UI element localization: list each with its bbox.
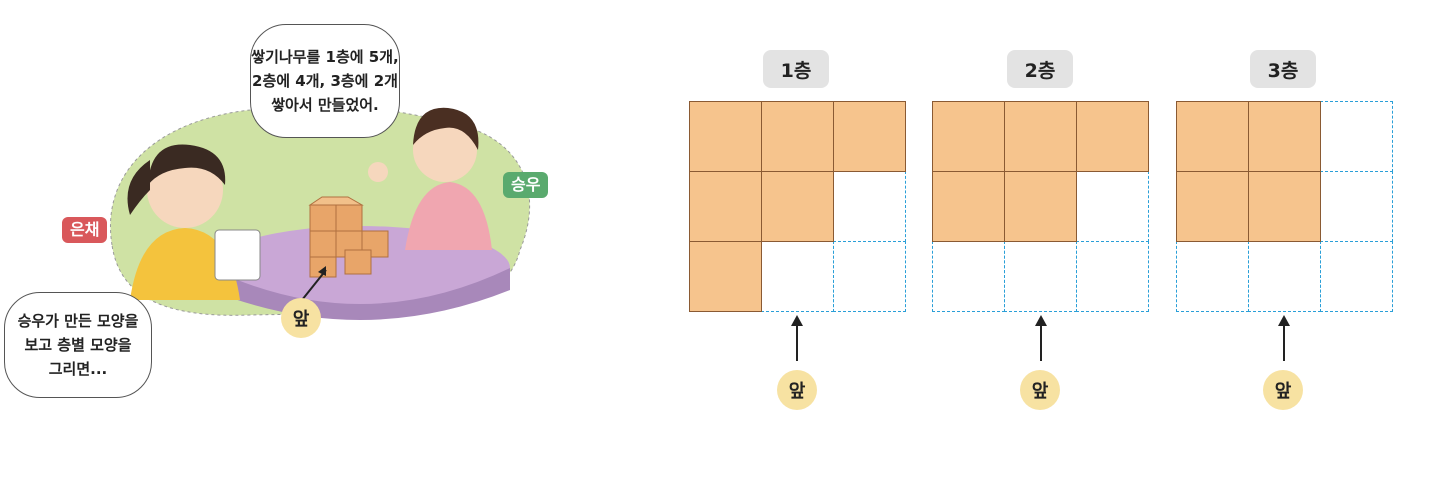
- floor-2-grid: [932, 101, 1149, 312]
- floor-2-arrow: [1035, 315, 1047, 361]
- floor-1-arrow: [791, 315, 803, 361]
- cube-cell: [689, 101, 762, 172]
- floor-3-grid: [1176, 101, 1393, 312]
- cube-cell: [1004, 171, 1077, 242]
- scene-front-badge: 앞: [281, 298, 321, 338]
- cube-cell: [1248, 101, 1321, 172]
- empty-cell: [1076, 171, 1149, 242]
- empty-cell: [833, 171, 906, 242]
- empty-cell: [932, 241, 1005, 312]
- empty-cell: [1320, 171, 1393, 242]
- cube-cell: [761, 171, 834, 242]
- cube-cell: [833, 101, 906, 172]
- empty-cell: [1320, 241, 1393, 312]
- girl-name-tag: 은채: [62, 217, 108, 243]
- front-arrow-line: [301, 269, 327, 301]
- block-stack: [308, 196, 389, 278]
- empty-cell: [1176, 241, 1249, 312]
- floor-3-label: 3층: [1250, 50, 1316, 88]
- cube-cell: [1176, 101, 1249, 172]
- cube-cell: [932, 171, 1005, 242]
- girl-speech-bubble: 승우가 만든 모양을 보고 층별 모양을 그리면...: [4, 292, 152, 398]
- cube-cell: [1176, 171, 1249, 242]
- boy-speech-bubble: 쌓기나무를 1층에 5개, 2층에 4개, 3층에 2개 쌓아서 만들었어.: [250, 24, 400, 138]
- cube-cell: [689, 171, 762, 242]
- empty-cell: [1004, 241, 1077, 312]
- floor-3-arrow: [1278, 315, 1290, 361]
- girl-figure: [127, 144, 261, 300]
- empty-cell: [1076, 241, 1149, 312]
- floor-1-grid: [689, 101, 906, 312]
- scene-background: [110, 104, 531, 320]
- empty-cell: [833, 241, 906, 312]
- boy-figure: [368, 107, 492, 250]
- floor-2-front-badge: 앞: [1020, 370, 1060, 410]
- cube-cell: [932, 101, 1005, 172]
- cube-cell: [1248, 171, 1321, 242]
- empty-cell: [761, 241, 834, 312]
- cube-cell: [689, 241, 762, 312]
- floor-2-label: 2층: [1007, 50, 1073, 88]
- cube-cell: [1004, 101, 1077, 172]
- front-arrow-head: [318, 266, 326, 276]
- floor-3-front-badge: 앞: [1263, 370, 1303, 410]
- cube-cell: [761, 101, 834, 172]
- boy-name-tag: 승우: [503, 172, 549, 198]
- cube-cell: [1076, 101, 1149, 172]
- scene-illustration: 쌓기나무를 1층에 5개, 2층에 4개, 3층에 2개 쌓아서 만들었어. 승…: [0, 0, 600, 420]
- empty-cell: [1320, 101, 1393, 172]
- empty-cell: [1248, 241, 1321, 312]
- floor-1-label: 1층: [763, 50, 829, 88]
- floor-1-front-badge: 앞: [777, 370, 817, 410]
